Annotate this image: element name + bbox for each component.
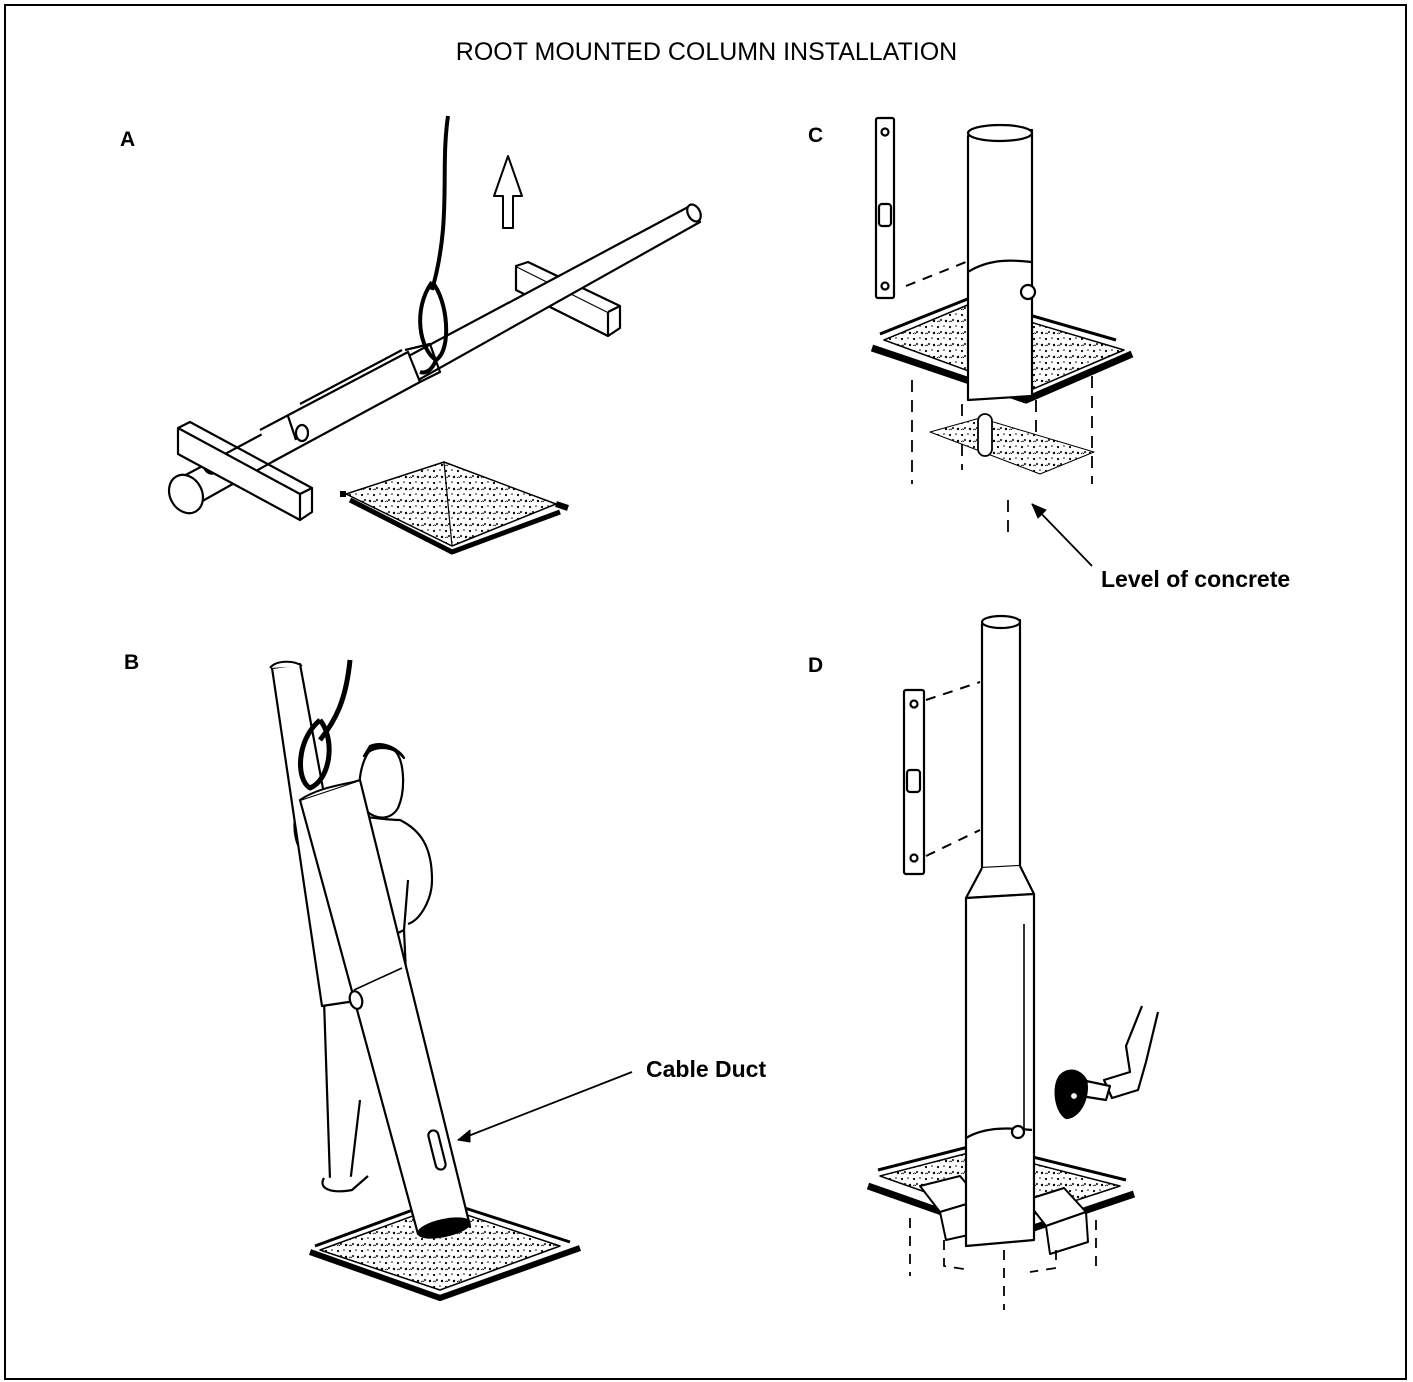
lift-direction-arrow-icon — [493, 155, 523, 229]
alignment-dashes-d — [925, 681, 981, 857]
alignment-dashes-c — [905, 261, 967, 287]
cable-duct-callout: Cable Duct — [646, 1056, 767, 1082]
mallet-icon — [1054, 1005, 1160, 1120]
concrete-level-patch — [929, 417, 1095, 475]
panel-label-a: A — [120, 128, 136, 151]
panel-label-c: C — [808, 124, 824, 147]
panel-a-drawing — [167, 115, 702, 555]
root-below-ground-d — [909, 1218, 1097, 1310]
panel-label-b: B — [124, 651, 140, 674]
concrete-level-callout: Level of concrete — [1101, 566, 1291, 592]
lifting-cable-b — [298, 659, 353, 791]
spirit-level-icon — [874, 116, 896, 300]
foundation-hole-a — [340, 461, 569, 555]
spirit-level-d-icon — [902, 688, 926, 876]
tilted-column — [269, 660, 472, 1239]
cable-duct-leader-line — [457, 1071, 633, 1141]
timber-support-front — [176, 420, 314, 522]
figure-title: ROOT MOUNTED COLUMN INSTALLATION — [455, 38, 958, 66]
upright-column-c — [966, 123, 1037, 402]
panel-b-drawing — [269, 659, 633, 1301]
lifting-sling — [418, 115, 450, 375]
panel-label-d: D — [808, 654, 824, 677]
upright-column-d — [964, 614, 1036, 1248]
root-below-ground-c — [911, 376, 1093, 540]
figure-border — [4, 4, 1407, 1380]
panel-d-drawing — [866, 614, 1160, 1310]
foundation-hole-b — [308, 1198, 582, 1301]
panel-c-drawing — [870, 116, 1134, 567]
